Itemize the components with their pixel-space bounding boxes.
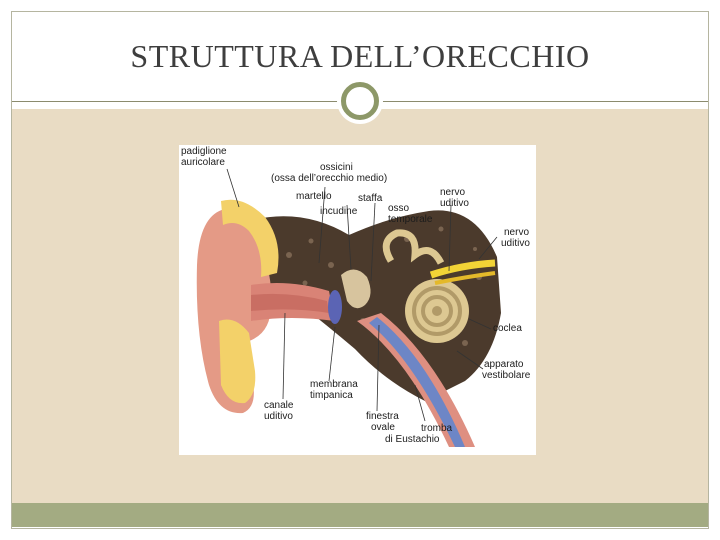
label-uditivo-right: uditivo [501,238,530,249]
title-divider-left [12,101,338,102]
label-nervo: nervo [440,187,466,198]
label-coclea: coclea [493,323,522,334]
pinna [196,209,272,414]
label-ossicini: ossicini [320,162,353,173]
label-ovale: ovale [371,422,395,433]
auditory-nerve [429,259,496,279]
label-uditivo: uditivo [440,198,469,209]
leader-lines [226,168,498,422]
label-vestibolare: vestibolare [482,370,531,381]
label-temporale: temporale [388,214,433,225]
label-tromba: tromba [421,423,453,434]
eustachian-tube-lining [369,317,465,447]
label-osso: osso [388,203,410,214]
label-incudine: incudine [320,206,358,217]
footer-bar [12,503,708,527]
slide-title: STRUTTURA DELL’ORECCHIO [130,38,590,74]
ossicles [341,269,371,309]
label-timpanica: timpanica [310,390,353,401]
label-apparato: apparato [484,359,524,370]
label-padiglione: padiglione [181,146,227,157]
label-nervo-right: nervo [504,227,530,238]
label-eustachio: di Eustachio [385,434,440,445]
label-finestra: finestra [366,411,399,422]
label-martello: martello [296,191,332,202]
eardrum [328,290,342,324]
label-staffa: staffa [358,193,383,204]
ornament-ring-icon [341,82,379,120]
label-canale: canale [264,400,294,411]
semicircular-canals [382,229,445,265]
ear-illustration [196,168,501,447]
cartilage-upper [221,199,279,277]
canal-inner [251,293,329,313]
label-auricolare: auricolare [181,157,225,168]
title-divider-right [382,101,708,102]
ear-anatomy-diagram: padiglione auricolare ossicini (ossa del… [179,145,536,455]
label-ossa-orecchio-medio: (ossa dell’orecchio medio) [271,173,388,184]
cartilage-lower [219,319,256,404]
label-canale-uditivo: uditivo [264,411,293,422]
label-membrana: membrana [310,379,358,390]
